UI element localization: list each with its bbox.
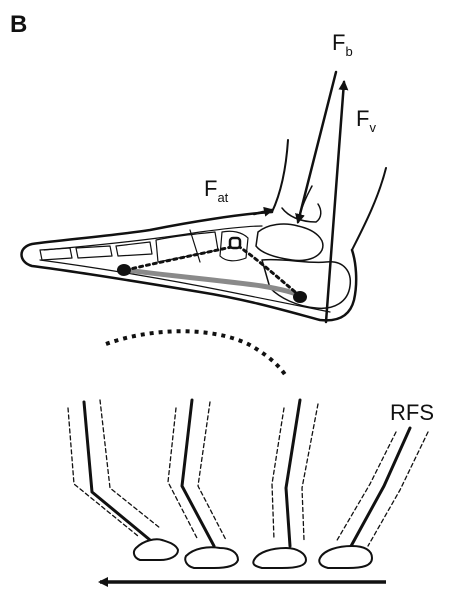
motion-arc-dotted	[106, 331, 286, 376]
force-fb-arrow	[298, 72, 336, 222]
leg-3-solid	[286, 400, 300, 546]
shank-posterior-outline	[352, 168, 386, 250]
leg-3-dashed-back	[302, 404, 318, 540]
leg-figure-2	[168, 400, 238, 568]
shank-anterior-outline	[272, 140, 288, 212]
leg-figure-1	[68, 400, 178, 560]
leg-3-dashed-front	[272, 408, 284, 540]
leg-1-solid	[84, 402, 150, 540]
leg-4-dashed-back	[368, 432, 428, 546]
shoe-4	[319, 546, 372, 568]
leg-figure-4	[319, 428, 428, 568]
force-fv-label: Fv	[356, 106, 376, 135]
leg-1-dashed-back	[100, 400, 160, 528]
force-fb-label: Fb	[332, 30, 353, 59]
metatarsal-head-marker	[117, 264, 131, 276]
shoe-2	[185, 547, 238, 568]
heel-marker	[293, 291, 307, 303]
rfs-label: RFS	[390, 400, 434, 425]
force-fv-arrow	[326, 82, 344, 322]
leg-2-solid	[182, 400, 214, 546]
leg-4-dashed-front	[336, 432, 396, 542]
dotted-truss-upper	[126, 246, 236, 270]
leg-4-solid	[350, 428, 410, 548]
shoe-1	[134, 539, 178, 560]
force-fv-subscript: v	[369, 120, 376, 135]
force-fat-subscript: at	[217, 190, 228, 205]
talus-bone	[256, 224, 323, 261]
force-fb-subscript: b	[345, 44, 352, 59]
leg-2-dashed-back	[198, 402, 226, 540]
gait-sequence	[68, 400, 428, 568]
ankle-joint-marker	[230, 238, 240, 248]
force-fat-label: Fat	[204, 176, 229, 205]
shoe-3	[253, 548, 306, 568]
panel-label: B	[10, 11, 27, 38]
leg-figure-3	[253, 400, 318, 568]
